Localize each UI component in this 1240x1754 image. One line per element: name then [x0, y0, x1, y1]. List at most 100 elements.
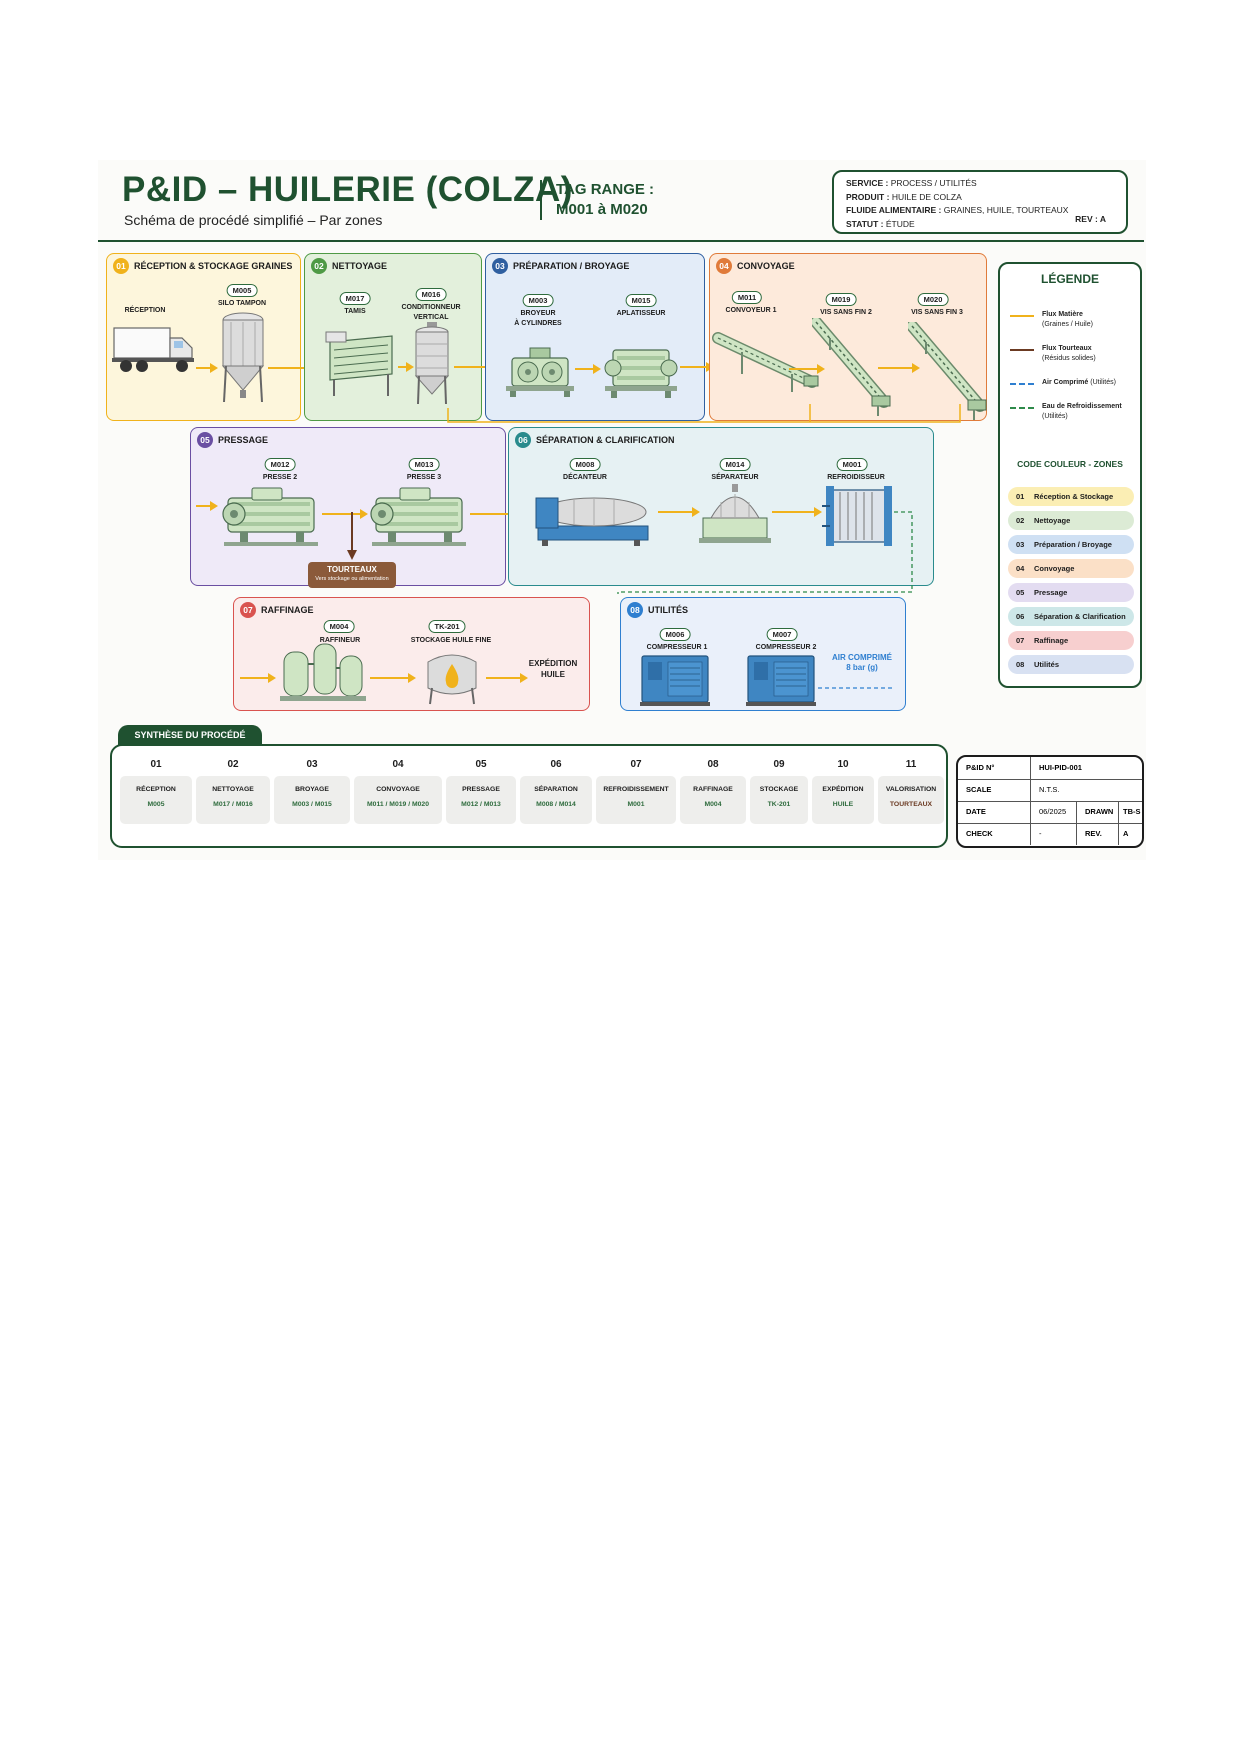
tag-m004: M004 [323, 620, 355, 633]
synthesis-title: SYNTHÈSE DU PROCÉDÉ [118, 725, 262, 745]
pid-label: P&ID N° [966, 763, 995, 772]
conveyor-icon [712, 332, 819, 392]
page-subtitle: Schéma de procédé simplifié – Par zones [124, 212, 383, 228]
step-value: M017 / M016 [213, 801, 253, 808]
step-value: M008 / M014 [536, 801, 576, 808]
zone-code-num: 04 [1016, 564, 1025, 573]
m016-name-line1: CONDITIONNEUR [401, 304, 461, 311]
step-number: 04 [392, 759, 404, 770]
legend-label: Air Comprimé [1042, 379, 1089, 386]
tag-m013: M013 [408, 458, 440, 471]
legend-swatch [1010, 407, 1034, 409]
step-value: M005 [147, 801, 165, 808]
equip-name-m006: COMPRESSEUR 1 [646, 644, 708, 651]
step-label: PRESSAGE [462, 786, 500, 793]
zone-title: PRÉPARATION / BROYAGE [513, 261, 630, 271]
zone-code-num: 05 [1016, 588, 1025, 597]
tag-m001: M001 [836, 458, 868, 471]
step-value: M003 / M015 [292, 801, 332, 808]
produit-label: PRODUIT : [846, 191, 890, 202]
drawn-value: TB-S [1118, 801, 1142, 823]
tag-m014: M014 [719, 458, 751, 471]
legend-title: LÉGENDE [1040, 272, 1099, 286]
step-number: 08 [707, 759, 719, 770]
step-value: M012 / M013 [461, 801, 501, 808]
step-value: M004 [704, 801, 722, 808]
oil-tank-icon [427, 654, 477, 705]
step-label: NETTOYAGE [212, 786, 254, 793]
zone-title: RÉCEPTION & STOCKAGE GRAINES [134, 261, 293, 271]
equip-name-m012: PRESSE 2 [262, 474, 298, 481]
equip-name-m013: PRESSE 3 [406, 474, 442, 481]
sieve-icon [325, 331, 393, 396]
equip-name-m005: SILO TAMPON [217, 300, 267, 307]
statut-label: STATUT : [846, 218, 884, 229]
zone-code-label: Réception & Stockage [1034, 492, 1114, 501]
separator-icon [699, 484, 771, 543]
tag-m007: M007 [766, 628, 798, 641]
pid-value: HUI-PID-001 [1030, 757, 1142, 779]
tag-tk201: TK-201 [428, 620, 466, 633]
equip-name-m017: TAMIS [344, 308, 366, 315]
zone-code-label: Préparation / Broyage [1034, 540, 1112, 549]
tag-range-value: M001 à M020 [556, 201, 648, 218]
tag-m003: M003 [522, 294, 554, 307]
equip-name-m008: DÉCANTEUR [563, 474, 607, 481]
title-row: CHECK - REV. A [958, 823, 1142, 845]
header-divider [540, 180, 542, 220]
date-value: 06/2025 [1030, 801, 1076, 823]
zone-number: 05 [197, 432, 213, 448]
flow-arrow [680, 362, 714, 372]
zone-code-label: Nettoyage [1034, 516, 1071, 525]
zone-number: 02 [311, 258, 327, 274]
zone-code-label: Convoyage [1034, 564, 1075, 573]
step-number: 09 [773, 759, 785, 770]
zone-title: RAFFINAGE [261, 605, 314, 615]
legend-label: Eau de Refroidissement [1042, 403, 1122, 410]
step-number: 11 [905, 759, 917, 770]
check-label: CHECK [966, 829, 993, 838]
equip-name-tk201: STOCKAGE HUILE FINE [410, 637, 492, 644]
refiner-icon [280, 643, 366, 701]
tag-m015: M015 [625, 294, 657, 307]
service-label: SERVICE : [846, 178, 889, 188]
legend-panel: LÉGENDE Flux Matière(Graines / Huile) Fl… [998, 262, 1142, 688]
info-box: SERVICE : PROCESS / UTILITÉS PRODUIT : H… [832, 170, 1128, 234]
zone-title: PRESSAGE [218, 435, 269, 445]
equip-name-m019: VIS SANS FIN 2 [820, 309, 872, 316]
zone-code-num: 06 [1016, 612, 1025, 621]
flow-arrow [398, 362, 414, 372]
step-label: VALORISATION [885, 786, 937, 793]
flow-arrow [322, 509, 368, 519]
step-label: RAFFINAGE [693, 786, 733, 793]
equip-name-m020: VIS SANS FIN 3 [911, 309, 963, 316]
air-line2: 8 bar (g) [846, 663, 878, 672]
air-line1: AIR COMPRIMÉ [832, 653, 892, 662]
tourteaux-sub: Vers stockage ou alimentation [315, 576, 389, 582]
equip-name-m007: COMPRESSEUR 2 [755, 644, 817, 651]
legend-sub: (Utilités) [1042, 413, 1068, 420]
step-number: 05 [475, 759, 487, 770]
zone-title: NETTOYAGE [332, 261, 388, 271]
flow-arrow [789, 364, 825, 374]
flow-arrow [370, 673, 416, 683]
legend-sub: (Graines / Huile) [1042, 321, 1093, 328]
legend-label: Flux Tourteaux [1042, 345, 1092, 352]
tag-m006: M006 [659, 628, 691, 641]
zone-code-label: Séparation & Clarification [1034, 612, 1126, 621]
service-value: PROCESS / UTILITÉS [890, 178, 977, 188]
step-number: 03 [306, 759, 318, 770]
zone-code-num: 07 [1016, 636, 1025, 645]
